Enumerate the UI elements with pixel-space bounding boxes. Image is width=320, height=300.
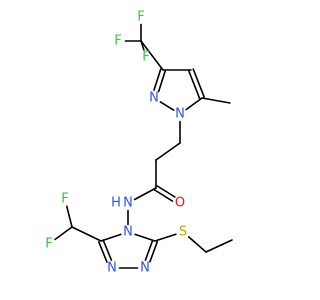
bond-tn4-tc3 [100, 233, 122, 242]
bond-c5-n1 [185, 97, 203, 111]
bond-n2-c3-second [153, 68, 162, 91]
atom-label-f3: F [142, 50, 149, 65]
atom-n2: N [149, 91, 159, 106]
bond-c4-c5 [188, 70, 201, 100]
atom-tn4: N [123, 225, 133, 240]
bond-tc3-chf2 [71, 226, 102, 242]
bond-c5-me [201, 97, 231, 104]
atom-s: S [179, 225, 187, 240]
atom-label-s: S [179, 225, 187, 240]
atom-f3: F [142, 50, 149, 65]
bond-co-o [153, 189, 174, 202]
bond-tn1-tc5 [149, 241, 159, 263]
bond-n2-c3 [157, 69, 167, 93]
atom-o: O [175, 196, 185, 211]
bond-ch2a-ch2b [155, 142, 181, 161]
atom-label-f4: F [45, 237, 52, 252]
bond-et1-et2 [205, 239, 233, 253]
atom-nh: N [123, 196, 133, 211]
atom-label-o: O [175, 196, 185, 211]
bond-tc3-tn2-second [102, 239, 113, 261]
atom-label-n1: N [175, 107, 185, 122]
atom-label-h: H [111, 196, 121, 211]
bond-tc5-s [154, 233, 177, 242]
atom-label-nh: N [123, 196, 133, 211]
bond-co-nh [133, 187, 157, 201]
atom-label-f5: F [61, 192, 68, 207]
bond-cf3-c3 [140, 40, 164, 71]
bond-c4-c5-second [192, 68, 205, 98]
bond-tc3-tn2 [98, 241, 108, 263]
atom-label-n2: N [149, 91, 159, 106]
atom-label-tn4: N [123, 225, 133, 240]
atom-label-tn2: N [107, 261, 117, 276]
bond-chf2-f5 [66, 205, 73, 228]
bond-chf2-f4 [54, 226, 73, 241]
bonds-layer [54, 23, 233, 269]
atom-label-f2: F [114, 34, 121, 49]
atom-tn1: N [140, 261, 150, 276]
bond-n1-n2 [159, 101, 175, 111]
atom-label-tn1: N [140, 261, 150, 276]
bond-co-o-second [156, 185, 176, 198]
atom-tn2: N [107, 261, 117, 276]
atom-n1: N [175, 107, 185, 122]
atom-f5: F [61, 192, 68, 207]
atom-f1: F [137, 10, 144, 25]
atom-f4: F [45, 237, 52, 252]
atom-label-f1: F [137, 10, 144, 25]
atom-h: H [111, 196, 121, 211]
atom-f2: F [114, 34, 121, 49]
bond-tc5-tn4 [134, 233, 156, 242]
bond-s-et1 [187, 236, 207, 253]
bond-tn1-tc5-second [144, 239, 154, 261]
